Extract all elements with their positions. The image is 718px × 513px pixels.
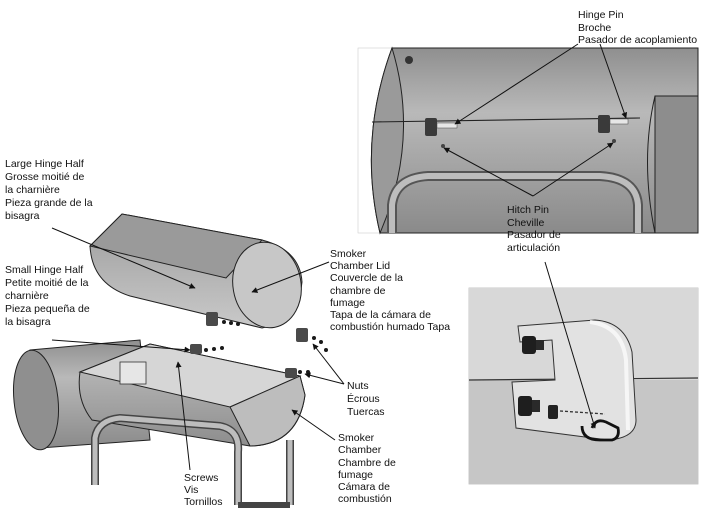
exploded-view: [13, 213, 328, 508]
hitch-pin-label: Hitch Pin Cheville Pasador de articulaci…: [507, 204, 561, 254]
hinge-pin-label: Hinge Pin Broche Pasador de acoplamiento: [578, 9, 698, 46]
nuts-label: Nuts Écrous Tuercas: [347, 380, 385, 418]
small-hinge-half-label: Small Hinge Half Petite moitié de la cha…: [5, 264, 90, 328]
inset-hitch-pin-view: [468, 287, 699, 485]
large-hinge-half-label: Large Hinge Half Grosse moitié de la cha…: [5, 158, 93, 222]
leader-lines: [51, 43, 628, 471]
inset-hinge-pin-view: [357, 46, 699, 235]
smoker-chamber-lid-label: Smoker Chamber Lid Couvercle de la chamb…: [330, 248, 451, 334]
screws-label: Screws Vis Tornillos: [184, 472, 223, 508]
smoker-chamber-label: Smoker Chamber Chambre de fumage Cámara …: [338, 432, 396, 506]
